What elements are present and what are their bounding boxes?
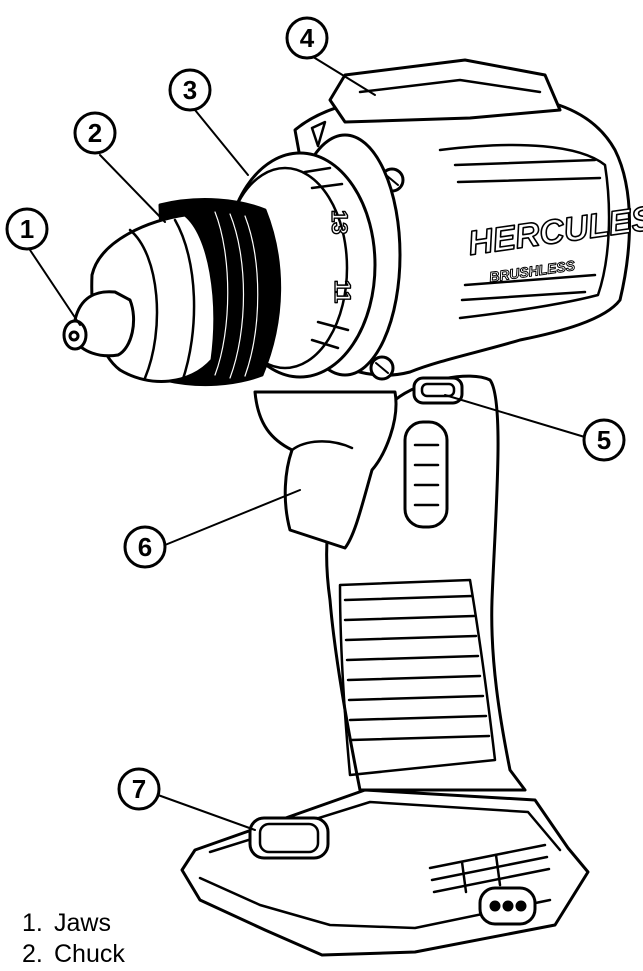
svg-text:2: 2 <box>88 118 102 148</box>
callout-7: 7 <box>117 767 161 811</box>
contact-dot-3 <box>515 900 527 912</box>
svg-text:3: 3 <box>183 75 197 105</box>
svg-text:7: 7 <box>132 774 146 804</box>
grip-ribs <box>343 594 491 742</box>
clutch-marking-13: 13 <box>327 210 352 234</box>
svg-text:1: 1 <box>20 214 34 244</box>
clutch-marking-11: 11 <box>330 280 355 303</box>
base-lower-edge <box>198 876 552 930</box>
callout-2: 2 <box>73 111 117 155</box>
svg-text:5: 5 <box>597 425 611 455</box>
callout-6: 6 <box>123 525 167 569</box>
triangle-marker <box>310 120 327 148</box>
chuck-knurl-highlights <box>214 211 259 379</box>
direction-switch-inner <box>420 382 456 398</box>
legend-item-chuck: 2. Chuck <box>22 939 125 970</box>
legend-label: Jaws <box>54 909 111 937</box>
housing-vents <box>453 158 602 302</box>
jaws <box>73 290 136 358</box>
legend-number: 1. <box>22 909 43 937</box>
trigger <box>253 390 398 550</box>
trigger-edge <box>290 440 354 452</box>
callout-1: 1 <box>5 207 49 251</box>
housing-top <box>328 58 562 124</box>
contact-dot-2 <box>502 900 514 912</box>
leader-lines <box>29 54 589 831</box>
legend-number: 2. <box>22 940 43 968</box>
callout-3: 3 <box>168 68 212 112</box>
callout-5: 5 <box>582 418 626 462</box>
parts-legend: 1. Jaws 2. Chuck <box>22 908 125 970</box>
housing-side-panel <box>438 143 611 320</box>
housing-top-line <box>358 78 542 94</box>
handle-vent <box>403 420 449 529</box>
chuck-nose-ring <box>128 228 159 380</box>
handle <box>325 374 527 792</box>
svg-text:4: 4 <box>300 23 315 53</box>
led-light-lens <box>258 822 320 854</box>
handle-vent-slots <box>413 443 440 507</box>
callout-4: 4 <box>285 16 329 60</box>
chuck-nose-ring-2 <box>173 218 196 384</box>
grip-panel <box>338 578 497 777</box>
base-vents <box>428 843 551 894</box>
screw-bottom-cross <box>375 362 389 374</box>
jaws-center <box>68 330 80 342</box>
legend-label: Chuck <box>54 940 125 968</box>
svg-text:6: 6 <box>138 532 152 562</box>
contact-dot-1 <box>489 900 501 912</box>
clutch-ridges <box>303 166 350 350</box>
legend-item-jaws: 1. Jaws <box>22 908 125 939</box>
